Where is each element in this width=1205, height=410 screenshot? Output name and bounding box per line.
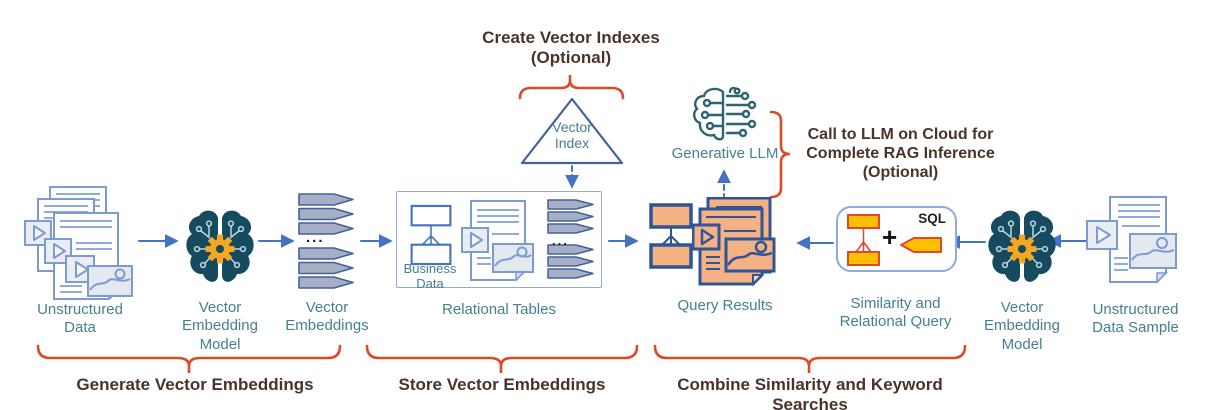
vector-embedding-model-right-label: Vector Embedding Model xyxy=(984,299,1060,353)
unstructured-data-sample-label: Unstructured Data Sample xyxy=(1092,301,1179,337)
brain-chip-gear-icon-right xyxy=(988,210,1056,282)
vector-index-triangle-icon xyxy=(520,97,624,165)
sql-chevron-icon xyxy=(900,237,942,253)
brace-generate xyxy=(36,344,342,373)
brace-llm-call xyxy=(769,110,791,199)
brain-chip-gear-icon xyxy=(186,210,254,282)
gear-icon xyxy=(205,234,235,264)
image-icon xyxy=(87,265,133,297)
play-icon xyxy=(692,223,721,251)
play-icon xyxy=(461,227,489,253)
unstructured-data-label: Unstructured Data xyxy=(37,301,123,337)
query-documents-icon xyxy=(692,197,776,287)
ellipsis: ... xyxy=(552,233,569,248)
query-entity-icon xyxy=(649,203,693,269)
relational-tables-box: Business Data xyxy=(396,191,602,291)
document-sample-icon xyxy=(1086,196,1177,284)
stage-generate-label: Generate Vector Embeddings xyxy=(76,375,314,394)
generative-llm-label: Generative LLM xyxy=(671,145,779,162)
vector-embeddings-icon xyxy=(298,193,354,289)
brace-create-index xyxy=(518,75,625,100)
relational-tables-label: Relational Tables xyxy=(442,301,556,318)
similarity-query-label: Similarity and Relational Query xyxy=(839,295,952,331)
documents-stack-icon xyxy=(24,186,133,300)
vector-index-label: Vector Index xyxy=(552,119,592,151)
similarity-query-box: + SQL xyxy=(836,206,957,272)
gear-icon xyxy=(1007,234,1037,264)
play-icon xyxy=(1086,220,1118,250)
image-icon xyxy=(1129,233,1177,269)
stage-combine-label: Combine Similarity and Keyword Searches xyxy=(677,375,943,410)
vector-embeddings-icon xyxy=(547,199,594,279)
entity-relationship-icon xyxy=(410,204,452,266)
vector-embeddings-label: Vector Embeddings xyxy=(285,299,369,335)
relational-query-entity-icon xyxy=(847,214,880,266)
brace-store xyxy=(365,344,639,373)
query-results-label: Query Results xyxy=(677,297,773,314)
create-vector-indexes-heading: Create Vector Indexes (Optional) xyxy=(482,28,660,68)
sql-label: SQL xyxy=(918,211,946,226)
image-icon xyxy=(724,237,776,273)
stage-store-label: Store Vector Embeddings xyxy=(398,375,606,394)
business-data-label: Business Data xyxy=(403,261,457,291)
vector-embedding-model-label: Vector Embedding Model xyxy=(182,299,258,353)
play-icon xyxy=(24,220,52,246)
generative-llm-icon xyxy=(692,86,757,141)
plus-sign: + xyxy=(882,222,898,252)
llm-call-heading: Call to LLM on Cloud for Complete RAG In… xyxy=(806,126,995,182)
ellipsis: ... xyxy=(306,229,325,246)
brace-combine xyxy=(653,344,967,373)
image-icon xyxy=(492,243,534,273)
document-icon xyxy=(461,200,534,282)
